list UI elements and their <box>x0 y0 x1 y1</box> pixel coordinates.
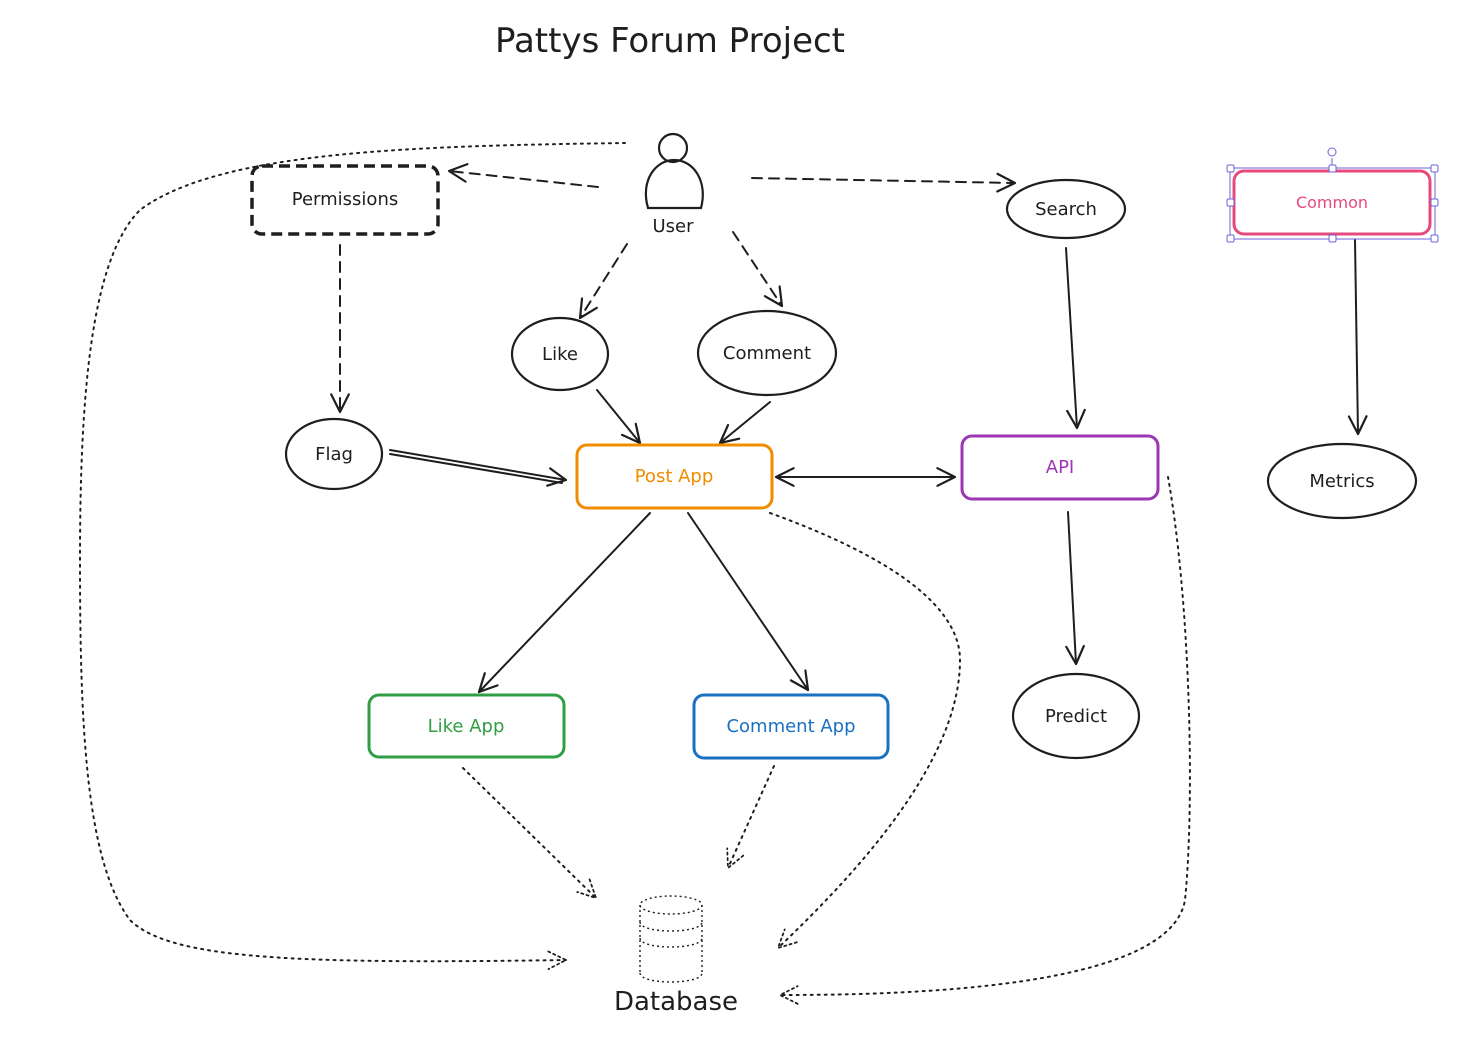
node-label: Search <box>1035 199 1097 220</box>
edge-like-postapp[interactable] <box>596 389 642 445</box>
node-label: Comment App <box>726 716 855 737</box>
node-search[interactable]: Search <box>1005 178 1127 240</box>
selection-handles <box>1226 147 1439 243</box>
edge-api-database[interactable] <box>780 476 1191 995</box>
node-permissions[interactable]: Permissions <box>250 164 440 236</box>
edge-user-database[interactable] <box>78 142 626 961</box>
node-label: Flag <box>315 444 353 465</box>
edge-user-search[interactable] <box>751 172 1017 193</box>
node-label: Common <box>1296 193 1368 212</box>
node-api[interactable]: API <box>960 434 1160 501</box>
edge-search-api[interactable] <box>1065 247 1086 430</box>
edge-postapp-commentapp[interactable] <box>687 512 810 692</box>
node-label: Metrics <box>1309 471 1374 492</box>
node-comment-app[interactable]: Comment App <box>692 693 890 760</box>
node-label: Permissions <box>292 189 398 210</box>
edge-user-like[interactable] <box>578 243 628 320</box>
person-icon <box>644 132 704 210</box>
node-label: Post App <box>635 466 714 487</box>
edge-common-metrics[interactable] <box>1347 239 1368 436</box>
node-label: Like App <box>428 716 505 737</box>
node-metrics[interactable]: Metrics <box>1266 442 1418 520</box>
edge-flag-postapp-stroke <box>389 453 563 484</box>
node-common[interactable]: Common <box>1226 147 1439 243</box>
diagram-title: Pattys Forum Project <box>495 21 845 61</box>
node-label: Like <box>542 344 578 365</box>
node-label: User <box>652 216 694 237</box>
node-like-app[interactable]: Like App <box>367 693 566 759</box>
node-comment[interactable]: Comment <box>696 309 838 397</box>
node-label: Comment <box>723 343 811 364</box>
node-predict[interactable]: Predict <box>1011 672 1141 760</box>
edge-commentapp-database[interactable] <box>728 765 775 868</box>
edge-api-predict[interactable] <box>1065 511 1085 666</box>
node-label: Database <box>614 987 738 1017</box>
edge-flag-postapp[interactable] <box>389 449 568 487</box>
database-cylinder-icon <box>639 895 703 983</box>
edge-user-comment[interactable] <box>732 231 784 308</box>
node-post-app[interactable]: Post App <box>575 443 774 510</box>
node-label: Predict <box>1045 706 1107 727</box>
edge-user-permissions[interactable] <box>447 163 599 188</box>
node-label: API <box>1046 457 1074 478</box>
node-flag[interactable]: Flag <box>284 417 384 491</box>
node-database[interactable]: Database <box>614 895 738 1017</box>
edge-postapp-likeapp[interactable] <box>477 512 651 694</box>
edge-likeapp-database[interactable] <box>462 767 596 898</box>
edge-comment-postapp[interactable] <box>718 401 771 445</box>
edge-postapp-database[interactable] <box>770 512 962 948</box>
node-user[interactable]: User <box>644 132 704 237</box>
node-like[interactable]: Like <box>510 316 610 392</box>
